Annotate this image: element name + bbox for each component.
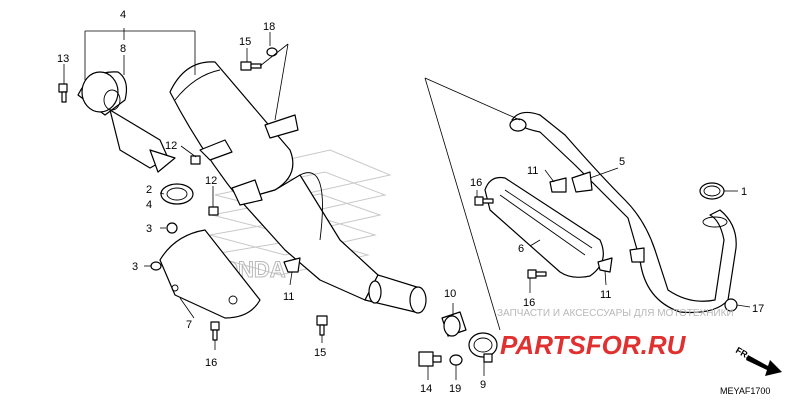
diagram-code: MEYAF1700 <box>720 386 770 396</box>
callout-16-lower: 16 <box>523 297 535 309</box>
tail-cap <box>77 71 176 173</box>
gasket-ring-inner <box>166 187 188 201</box>
heat-guard-bolt-hole-2 <box>171 284 179 292</box>
bolt-16-left <box>210 321 220 341</box>
callout-numbers: 4 8 13 15 18 12 12 2 4 3 3 7 16 11 15 10… <box>57 9 764 395</box>
callout-3-upper: 3 <box>146 223 152 235</box>
grommet-3a <box>166 222 178 234</box>
callout-5: 5 <box>619 156 625 168</box>
clip-11-lower <box>597 257 613 273</box>
callout-11-left: 11 <box>283 291 294 303</box>
callout-2: 2 <box>146 184 152 196</box>
bolt-15-lower <box>316 315 328 336</box>
bolt-12-lower <box>208 179 263 216</box>
callout-11-lower: 11 <box>600 289 611 301</box>
callout-13: 13 <box>57 53 69 65</box>
bracket-right-lower <box>629 247 645 263</box>
callout-14: 14 <box>420 383 432 395</box>
bolt-16-lower <box>527 269 547 279</box>
callout-1: 1 <box>741 186 747 198</box>
washer-18 <box>266 47 278 57</box>
callout-19: 19 <box>449 383 461 395</box>
callout-8: 8 <box>120 43 126 55</box>
callout-3-lower: 3 <box>132 261 138 273</box>
callout-4-lower: 4 <box>146 199 152 211</box>
leader-lines <box>63 28 751 380</box>
clip-11-left <box>283 257 301 273</box>
bracket-right-upper <box>571 171 593 193</box>
bracket-upper <box>264 114 299 139</box>
callout-9: 9 <box>480 379 486 391</box>
gasket-1-inner <box>703 185 721 197</box>
watermark-caption: ЗАПЧАСТИ И АКСЕССУАРЫ ДЛЯ МОТОТЕХНИКИ <box>497 308 734 319</box>
muffler-assembly <box>169 61 427 314</box>
front-arrow-icon <box>746 355 782 376</box>
callout-10: 10 <box>444 288 456 300</box>
bolt-14 <box>418 351 442 367</box>
callout-17: 17 <box>752 303 764 315</box>
grommet-3b <box>150 261 162 271</box>
watermark-logo: PARTSFOR.RU <box>500 330 687 360</box>
callout-11-upper: 11 <box>527 165 538 177</box>
bolt-15-upper <box>240 61 262 71</box>
pipe-protector <box>484 176 604 278</box>
heat-guard <box>159 229 261 319</box>
gasket-ring <box>160 183 194 205</box>
callout-16-left: 16 <box>205 357 217 369</box>
callout-16-upper: 16 <box>470 177 482 189</box>
callout-18: 18 <box>263 21 275 33</box>
callout-7: 7 <box>186 319 192 331</box>
nut-19 <box>449 354 463 366</box>
heat-guard-bolt-hole <box>228 295 238 305</box>
bolt-16-upper <box>474 196 494 206</box>
clamp-band-9 <box>468 332 498 363</box>
callout-12-lower: 12 <box>205 175 217 187</box>
bolt-13 <box>58 83 68 103</box>
bolt-12-upper <box>190 139 233 165</box>
callout-12-upper: 12 <box>165 140 177 152</box>
callout-6: 6 <box>518 243 524 255</box>
callout-15-lower: 15 <box>314 347 326 359</box>
direction-indicator: FR. <box>734 345 782 376</box>
callout-15-upper: 15 <box>239 36 251 48</box>
callout-4: 4 <box>120 9 126 21</box>
sleeve-10-end <box>443 315 461 337</box>
exhaust-pipe <box>509 111 737 314</box>
